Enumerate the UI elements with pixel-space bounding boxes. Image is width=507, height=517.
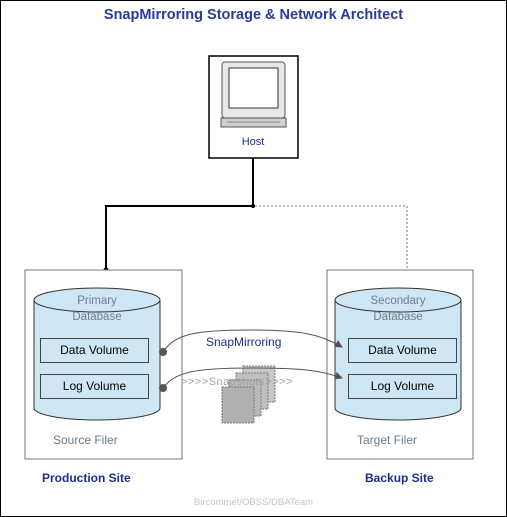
snapshots-link — [159, 367, 343, 392]
secondary-db-label-line2: Database — [373, 311, 423, 323]
source-data-volume: Data Volume — [40, 338, 149, 363]
footer-credit: Bircommet/OBSS/DBATeam — [193, 497, 314, 508]
snapshots-label: >>>>Snapshots>>>> — [181, 376, 293, 388]
backup-site-label: Backup Site — [365, 471, 434, 485]
production-site-label: Production Site — [42, 471, 131, 485]
snapmirroring-link — [159, 329, 343, 356]
host-to-source-connector — [103, 158, 255, 273]
primary-db-label-line2: Database — [72, 311, 122, 323]
primary-db-label-line1: Primary — [77, 295, 117, 307]
computer-monitor-icon — [220, 61, 287, 128]
host-to-target-dotted-connector — [255, 205, 408, 270]
source-log-volume: Log Volume — [40, 374, 149, 399]
snapshot-stack-icon — [221, 365, 276, 424]
target-log-volume: Log Volume — [348, 374, 457, 399]
secondary-db-label-line1: Secondary — [370, 295, 426, 307]
snapmirroring-label: SnapMirroring — [206, 335, 282, 349]
source-filer-label: Source Filer — [53, 433, 118, 447]
host-label: Host — [241, 136, 265, 148]
target-filer-label: Target Filer — [357, 433, 418, 447]
diagram-title: SnapMirroring Storage & Network Architec… — [103, 7, 404, 23]
target-data-volume: Data Volume — [348, 338, 457, 363]
